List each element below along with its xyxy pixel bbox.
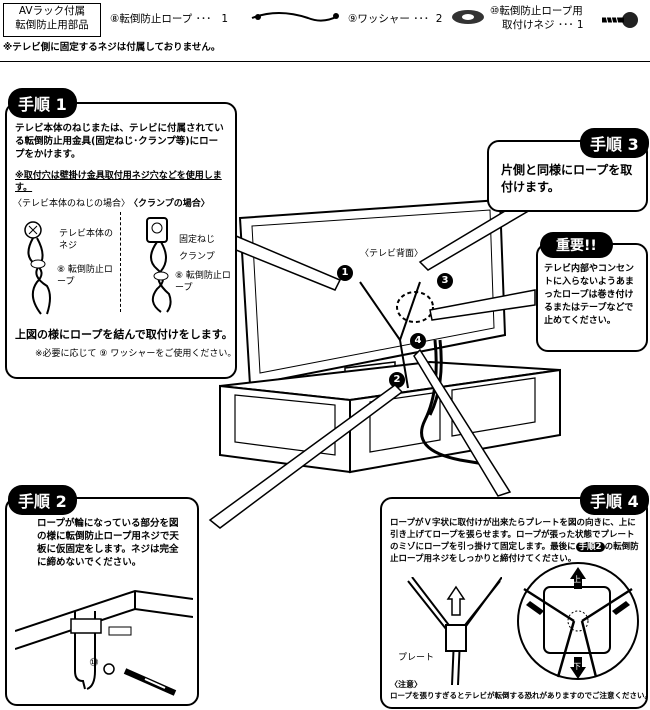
step3-instruction: 片側と同様にロープを取付けます。	[501, 163, 633, 194]
step2-illustration	[15, 589, 193, 696]
step4-panel: ロープがＶ字状に取付けが出来たらプレートを図の向きに、上に引き上げてロープを張ら…	[380, 497, 650, 709]
step1-instruction: テレビ本体のねじまたは、テレビに付属されている転倒防止用金具(固定ねじ･クランプ…	[15, 123, 224, 160]
step1-footer: 上図の様にロープを結んで取付けをします。	[15, 328, 233, 341]
label-clamp: クランプ	[179, 252, 215, 262]
step4-instruction: ロープがＶ字状に取付けが出来たらプレートを図の向きに、上に引き上げてロープを張ら…	[390, 517, 640, 565]
important-panel: テレビ内部やコンセントに入らないようあまったロープは巻き付けるまたはテープなどで…	[536, 243, 648, 352]
step4-step2-ref: 手順2	[575, 542, 605, 552]
step1-divider	[120, 212, 121, 312]
part-9-qty: 2	[435, 13, 443, 25]
step4-text-post: の転倒防止ロープ用ネジをしっかりと締付けてください。	[390, 542, 639, 564]
part-8-label: ⑧転倒防止ロープ ･･･ 1	[110, 11, 228, 26]
part-9-number: ⑨	[348, 13, 358, 25]
marker-4: 4	[410, 333, 426, 349]
step1-note: ※取付穴は壁掛け金具取付用ネジ穴などを使用します。	[15, 171, 222, 193]
label-tv-screw: テレビ本体のネジ	[59, 229, 114, 251]
label-rope-right: ⑧ 転倒防止ロープ	[175, 271, 231, 293]
up-label: 上	[573, 575, 581, 584]
plate-label: プレート	[398, 653, 435, 663]
part-8-qty: 1	[221, 13, 229, 25]
step2-badge: 手順 2	[8, 485, 77, 515]
header-divider	[0, 61, 650, 62]
important-badge: 重要!!	[540, 232, 613, 258]
caution-title: 〈注意〉	[390, 680, 422, 689]
down-label: 下	[573, 662, 581, 671]
parts-title-line2: 転倒防止用部品	[15, 19, 89, 31]
rope-icon	[251, 12, 339, 22]
step4-text-pre: ロープがＶ字状に取付けが出来たらプレートを図の向きに、上に引き上げてロープを張ら…	[390, 518, 636, 552]
part-9-label: ⑨ワッシャー ･･･ 2	[348, 11, 442, 26]
step2-panel: ロープが輪になっている部分を図の様に転倒防止ロープ用ネジで天板に仮固定をします。…	[5, 497, 199, 706]
tv-screw-rope-illustration	[24, 221, 51, 315]
washer-icon	[452, 10, 484, 24]
screw-icon	[602, 12, 638, 28]
part-9-name: ワッシャー ･･･	[357, 13, 430, 25]
parts-note: ※テレビ側に固定するネジは付属しておりません。	[3, 42, 221, 53]
parts-title-box: AVラック付属 転倒防止用部品	[3, 3, 101, 37]
step1-left-heading: 〈テレビ本体のねじの場合〉	[13, 199, 131, 209]
caution-text: ロープを張りすぎるとテレビが転倒する恐れがありますのでご注意ください。	[390, 691, 650, 700]
part-10-qty: 取付けネジ ･･･ 1	[502, 19, 584, 31]
marker-1: 1	[337, 265, 353, 281]
label-fixing-screw: 固定ねじ	[179, 235, 216, 245]
label-rope-left: ⑧ 転倒防止ロープ	[57, 265, 113, 287]
clamp-rope-illustration	[146, 217, 172, 313]
important-text: テレビ内部やコンセントに入らないようあまったロープは巻き付けるまたはテープなどで…	[544, 264, 635, 326]
step4-badge: 手順 4	[580, 485, 649, 515]
tv-back-label: 〈テレビ背面〉	[360, 249, 424, 259]
part-8-name: 転倒防止ロープ ･･･	[119, 13, 212, 25]
step1-washer-note: ※必要に応じて ⑨ ワッシャーをご使用ください。	[35, 349, 237, 359]
part-8-number: ⑧	[110, 13, 120, 25]
step1-panel: テレビ本体のねじまたは、テレビに付属されている転倒防止用金具(固定ねじ･クランプ…	[5, 102, 237, 379]
part-10-number: ⑩	[490, 5, 500, 17]
parts-title-line1: AVラック付属	[18, 5, 86, 17]
step2-instruction: ロープが輪になっている部分を図の様に転倒防止ロープ用ネジで天板に仮固定をします。…	[37, 518, 179, 568]
part-10-label: ⑩転倒防止ロープ用 取付けネジ ･･･ 1	[490, 4, 584, 32]
part-10-name: 転倒防止ロープ用	[499, 5, 583, 17]
marker-2: 2	[389, 372, 405, 388]
marker-3: 3	[437, 273, 453, 289]
step2-screw-label: ⑩	[89, 656, 99, 669]
step1-right-heading: 〈クランプの場合〉	[129, 199, 210, 209]
plate-illustration	[407, 577, 502, 685]
step1-badge: 手順 1	[8, 88, 77, 118]
plate-detail-illustration	[517, 562, 639, 680]
step3-badge: 手順 3	[580, 128, 649, 158]
